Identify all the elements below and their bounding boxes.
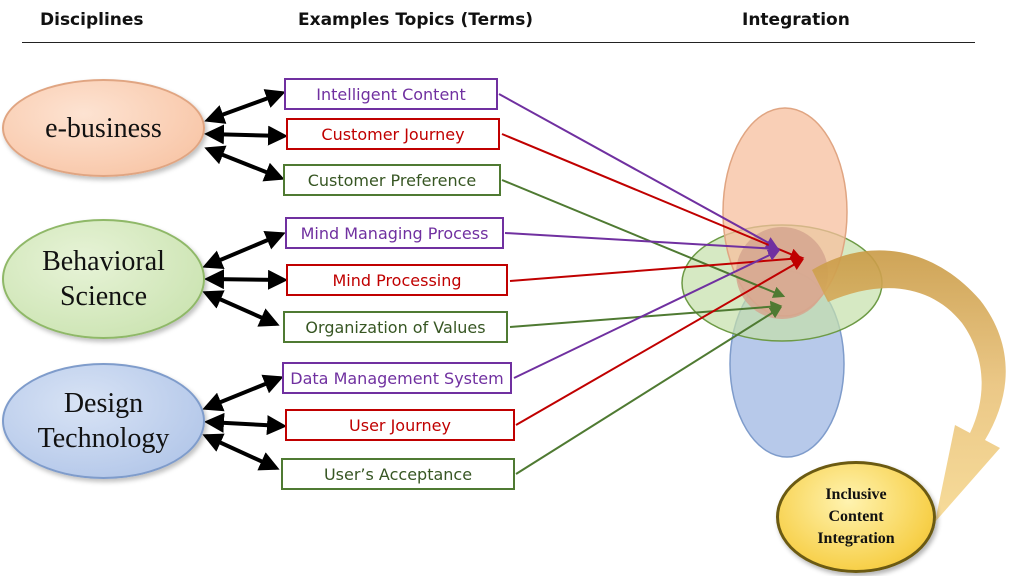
link-design-user-journey [204, 412, 287, 436]
discipline-behavioral-label-line1: Behavioral [42, 246, 165, 277]
header-examples-topics: Examples Topics (Terms) [298, 10, 534, 30]
flow-data-management [513, 249, 781, 379]
discipline-behavioral-label-line2: Science [59, 281, 148, 312]
result-label-line1: Inclusive [825, 486, 887, 503]
result-inclusive-content-integration: Inclusive Content Integration [776, 461, 936, 573]
topic-organization-of-values: Organization of Values [283, 311, 508, 343]
link-design-data-management [202, 374, 284, 412]
header-disciplines: Disciplines [40, 10, 144, 30]
header-divider [22, 42, 975, 43]
link-ebiz-customer-journey [204, 124, 288, 146]
topic-customer-journey: Customer Journey [286, 118, 500, 150]
result-label-line3: Integration [817, 530, 895, 547]
link-behavioral-mind-managing [202, 230, 286, 270]
discipline-ebusiness: e-business [2, 79, 205, 177]
link-ebiz-intelligent-content [204, 89, 286, 124]
discipline-behavioral-science: Behavioral Science [2, 219, 205, 339]
discipline-design-technology: Design Technology [2, 363, 205, 479]
flow-organization-values [509, 300, 783, 328]
link-ebiz-customer-preference [204, 145, 285, 182]
flow-customer-journey [501, 133, 803, 260]
topic-users-acceptance: User’s Acceptance [281, 458, 515, 490]
topic-mind-managing-process: Mind Managing Process [285, 217, 504, 249]
discipline-design-label-line2: Technology [37, 423, 170, 454]
discipline-ebusiness-label: e-business [45, 112, 162, 144]
header-integration: Integration [742, 10, 850, 30]
link-behavioral-mind-processing [204, 269, 288, 290]
integration-core [736, 227, 828, 319]
link-behavioral-organization-values [202, 290, 280, 327]
flow-customer-preference [501, 179, 786, 298]
topic-data-management-system: Data Management System [282, 362, 512, 394]
curved-arrow-to-result [812, 250, 1006, 522]
flow-user-journey [515, 258, 805, 426]
flow-users-acceptance [515, 306, 783, 475]
discipline-design-label-line1: Design [63, 388, 144, 419]
flow-mind-managing-process [504, 232, 781, 255]
topic-user-journey: User Journey [285, 409, 515, 441]
result-label-line2: Content [828, 508, 884, 525]
link-design-users-acceptance [202, 433, 280, 471]
topic-customer-preference: Customer Preference [283, 164, 501, 196]
topic-intelligent-content: Intelligent Content [284, 78, 498, 110]
topic-mind-processing: Mind Processing [286, 264, 508, 296]
flow-intelligent-content [498, 93, 779, 249]
